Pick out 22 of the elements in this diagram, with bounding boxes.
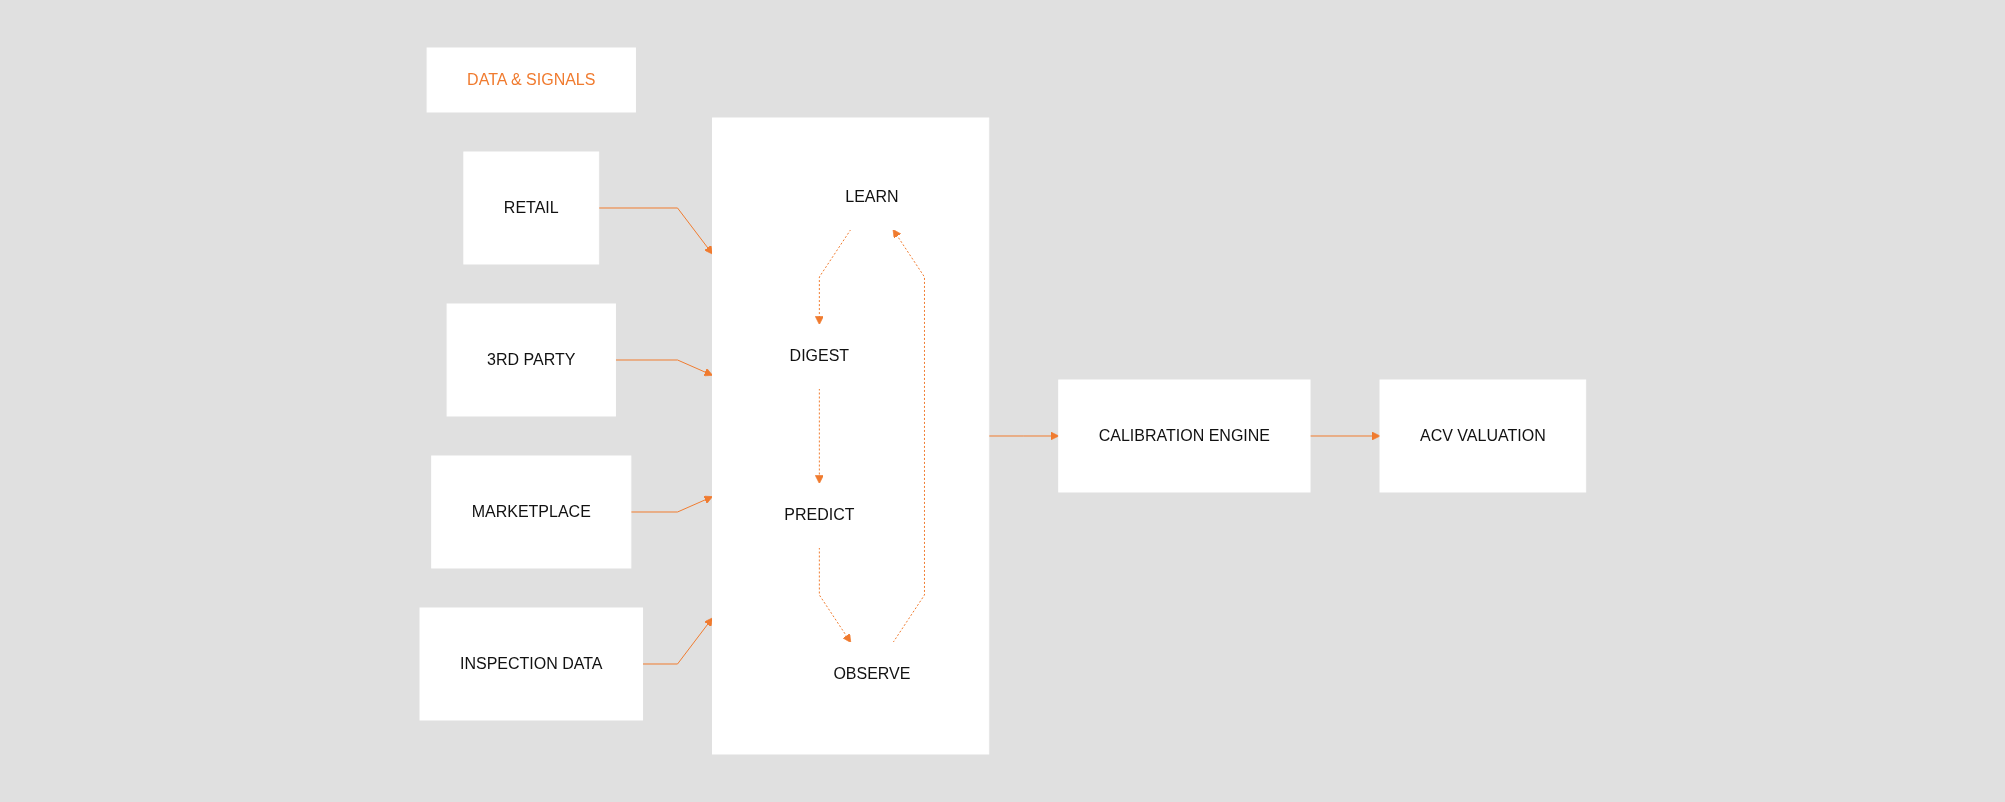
node-text: OBSERVE	[833, 665, 911, 683]
arrow	[630, 495, 713, 513]
node-box: CALIBRATION ENGINE	[1057, 379, 1311, 493]
arrow	[1309, 431, 1381, 441]
arrow	[892, 229, 925, 643]
arrow	[597, 207, 713, 255]
arrow	[987, 431, 1059, 441]
node-text: DIGEST	[789, 347, 849, 365]
node-box: MARKETPLACE	[430, 455, 631, 569]
arrow	[641, 617, 713, 665]
node-box: RETAIL	[463, 151, 599, 265]
node-box: 3RD PARTY	[446, 303, 616, 417]
node-box: DATA & SIGNALS	[426, 47, 636, 113]
node-box: ACV VALUATION	[1379, 379, 1586, 493]
arrow	[814, 388, 824, 484]
arrow	[614, 359, 713, 377]
arrow	[818, 547, 851, 643]
node-text: PREDICT	[783, 506, 855, 524]
arrow	[814, 229, 851, 325]
cluster	[711, 117, 989, 755]
node-text: LEARN	[844, 188, 899, 206]
node-box: INSPECTION DATA	[419, 607, 643, 721]
